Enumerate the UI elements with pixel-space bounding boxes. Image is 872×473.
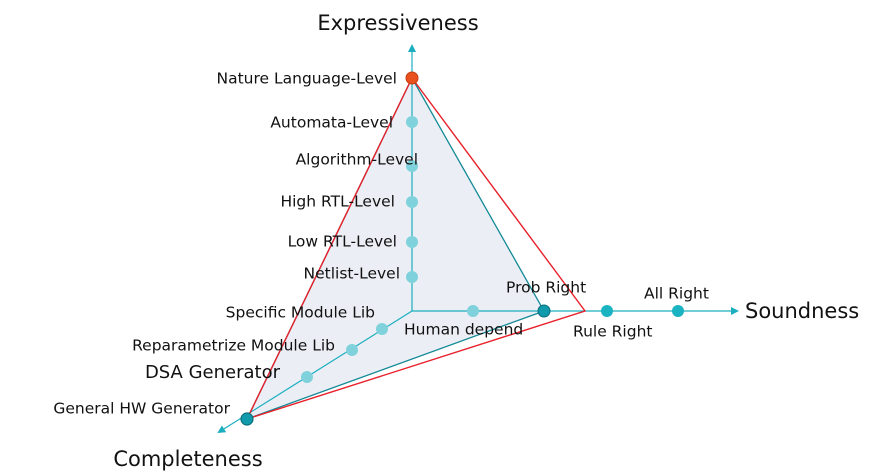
label-general-hw-generator: General HW Generator	[53, 400, 230, 418]
label-automata-level: Automata-Level	[270, 114, 393, 132]
label-netlist-level: Netlist-Level	[304, 265, 400, 283]
point-reparametrize-module-lib	[346, 344, 358, 356]
label-rule-right: Rule Right	[573, 323, 652, 341]
label-low-rtl-level: Low RTL-Level	[288, 233, 397, 251]
label-nature-language-level: Nature Language-Level	[217, 70, 398, 88]
point-prob-right	[537, 304, 551, 318]
label-prob-right: Prob Right	[506, 279, 586, 297]
label-high-rtl-level: High RTL-Level	[280, 193, 395, 211]
point-human-depend	[467, 305, 479, 317]
axis-title-soundness: Soundness	[745, 299, 859, 323]
label-all-right: All Right	[644, 285, 709, 303]
label-dsa-generator: DSA Generator	[145, 362, 281, 383]
point-dsa-generator	[301, 371, 313, 383]
axis-title-expressiveness: Expressiveness	[317, 11, 478, 35]
label-specific-module-lib: Specific Module Lib	[226, 304, 375, 322]
label-algorithm-level: Algorithm-Level	[296, 151, 418, 169]
label-human-depend: Human depend	[404, 321, 523, 339]
point-nature-language-level	[405, 71, 419, 85]
axis-title-completeness: Completeness	[113, 447, 262, 471]
point-low-rtl-level	[406, 236, 418, 248]
point-automata-level	[406, 116, 418, 128]
point-algorithm-level	[406, 160, 418, 172]
point-rule-right	[601, 305, 613, 317]
red-triangle-outline	[245, 76, 587, 421]
teal-triangle-fill	[247, 78, 544, 419]
label-reparametrize-module-lib: Reparametrize Module Lib	[132, 337, 335, 355]
point-netlist-level	[406, 271, 418, 283]
point-high-rtl-level	[406, 196, 418, 208]
point-specific-module-lib	[376, 323, 388, 335]
point-all-right	[672, 305, 684, 317]
point-general-hw-generator	[240, 412, 254, 426]
